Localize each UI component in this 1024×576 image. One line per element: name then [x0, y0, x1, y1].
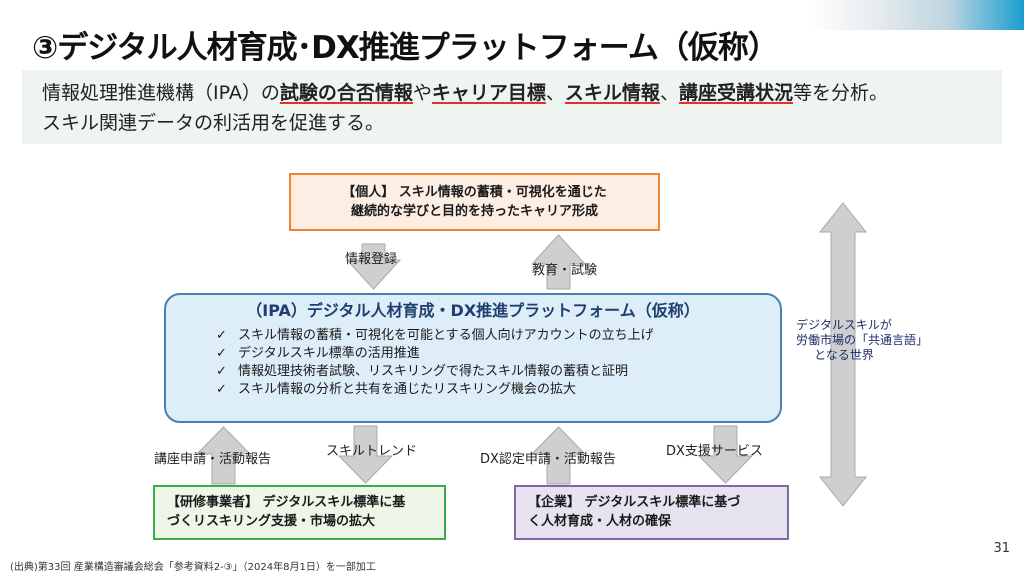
label-dx-support: DX支援サービス	[666, 444, 763, 459]
summary-part: や	[412, 82, 432, 104]
summary-highlight: スキル情報	[564, 82, 660, 104]
list-item: ✓ スキル情報の蓄積・可視化を可能とする個人向けアカウントの立ち上げ	[216, 327, 654, 345]
list-item-text: 情報処理技術者試験、リスキリングで得たスキル情報の蓄積と証明	[238, 364, 629, 379]
corner-accent-bar	[810, 0, 1024, 30]
summary-part: 、	[659, 82, 679, 104]
platform-title: （IPA）デジタル人材育成・DX推進プラットフォーム（仮称）	[246, 301, 700, 320]
list-item-text: スキル情報の蓄積・可視化を可能とする個人向けアカウントの立ち上げ	[238, 328, 654, 343]
arrow-up-education-exam	[530, 234, 587, 290]
individual-line-1: 【個人】 スキル情報の蓄積・可視化を通じた	[342, 185, 607, 200]
arrow-up-dx-cert	[530, 426, 587, 485]
side-note-line-1: デジタルスキルが	[796, 318, 892, 332]
page-number: 31	[993, 541, 1010, 556]
side-note-line-3: となる世界	[814, 348, 874, 362]
source-footnote: (出典)第33回 産業構造審議会総会「参考資料2-③」（2024年8月1日）を一…	[10, 562, 376, 573]
individual-box: 【個人】 スキル情報の蓄積・可視化を通じた 継続的な学びと目的を持ったキャリア形…	[289, 173, 660, 231]
summary-line-1: 情報処理推進機構（IPA）の試験の合否情報やキャリア目標、スキル情報、講座受講状…	[42, 78, 888, 105]
side-note: デジタルスキルが 労働市場の「共通言語」 となる世界	[796, 318, 929, 363]
checkmark-icon: ✓	[216, 382, 227, 397]
label-dx-cert: DX認定申請・活動報告	[480, 452, 616, 467]
arrow-down-skill-trend	[337, 425, 394, 484]
arrow-down-info-register	[345, 243, 402, 290]
company-line-2: く人材育成・人材の確保	[528, 514, 672, 529]
company-box: 【企業】 デジタルスキル標準に基づ く人材育成・人材の確保	[514, 485, 789, 540]
slide-title: ③デジタル人材育成･DX推進プラットフォーム（仮称）	[32, 30, 779, 66]
summary-highlight: 講座受講状況	[678, 82, 793, 104]
arrow-double-vertical	[818, 202, 868, 507]
checkmark-icon: ✓	[216, 346, 227, 361]
list-item: ✓ スキル情報の分析と共有を通じたリスキリング機会の拡大	[216, 381, 654, 399]
side-note-line-2: 労働市場の「共通言語」	[796, 333, 929, 347]
checkmark-icon: ✓	[216, 328, 227, 343]
arrow-up-course-apply	[195, 426, 252, 485]
arrow-down-dx-support	[697, 425, 754, 484]
label-skill-trend: スキルトレンド	[326, 444, 418, 459]
label-education-exam: 教育・試験	[532, 263, 598, 278]
platform-list: ✓ スキル情報の蓄積・可視化を可能とする個人向けアカウントの立ち上げ ✓ デジタルス…	[216, 327, 654, 399]
list-item-text: デジタルスキル標準の活用推進	[238, 346, 420, 361]
training-line-2: づくリスキリング支援・市場の拡大	[167, 514, 376, 529]
summary-highlight: 試験の合否情報	[279, 82, 413, 104]
platform-box: （IPA）デジタル人材育成・DX推進プラットフォーム（仮称） ✓ スキル情報の蓄積…	[164, 293, 782, 423]
summary-part: 等を分析。	[792, 82, 888, 104]
summary-part: 、	[545, 82, 565, 104]
list-item-text: スキル情報の分析と共有を通じたリスキリング機会の拡大	[238, 382, 577, 397]
company-line-1: 【企業】 デジタルスキル標準に基づ	[528, 495, 741, 510]
summary-line-2: スキル関連データの利活用を促進する。	[42, 112, 385, 134]
label-course-apply: 講座申請・活動報告	[154, 452, 272, 467]
training-line-1: 【研修事業者】 デジタルスキル標準に基	[167, 495, 406, 510]
individual-line-2: 継続的な学びと目的を持ったキャリア形成	[350, 204, 598, 219]
label-info-register: 情報登録	[345, 252, 398, 267]
list-item: ✓ 情報処理技術者試験、リスキリングで得たスキル情報の蓄積と証明	[216, 363, 654, 381]
summary-highlight: キャリア目標	[431, 82, 546, 104]
checkmark-icon: ✓	[216, 364, 227, 379]
summary-part: 情報処理推進機構（IPA）の	[42, 82, 280, 104]
list-item: ✓ デジタルスキル標準の活用推進	[216, 345, 654, 363]
training-provider-box: 【研修事業者】 デジタルスキル標準に基 づくリスキリング支援・市場の拡大	[153, 485, 446, 540]
summary-panel: 情報処理推進機構（IPA）の試験の合否情報やキャリア目標、スキル情報、講座受講状…	[22, 70, 1002, 144]
